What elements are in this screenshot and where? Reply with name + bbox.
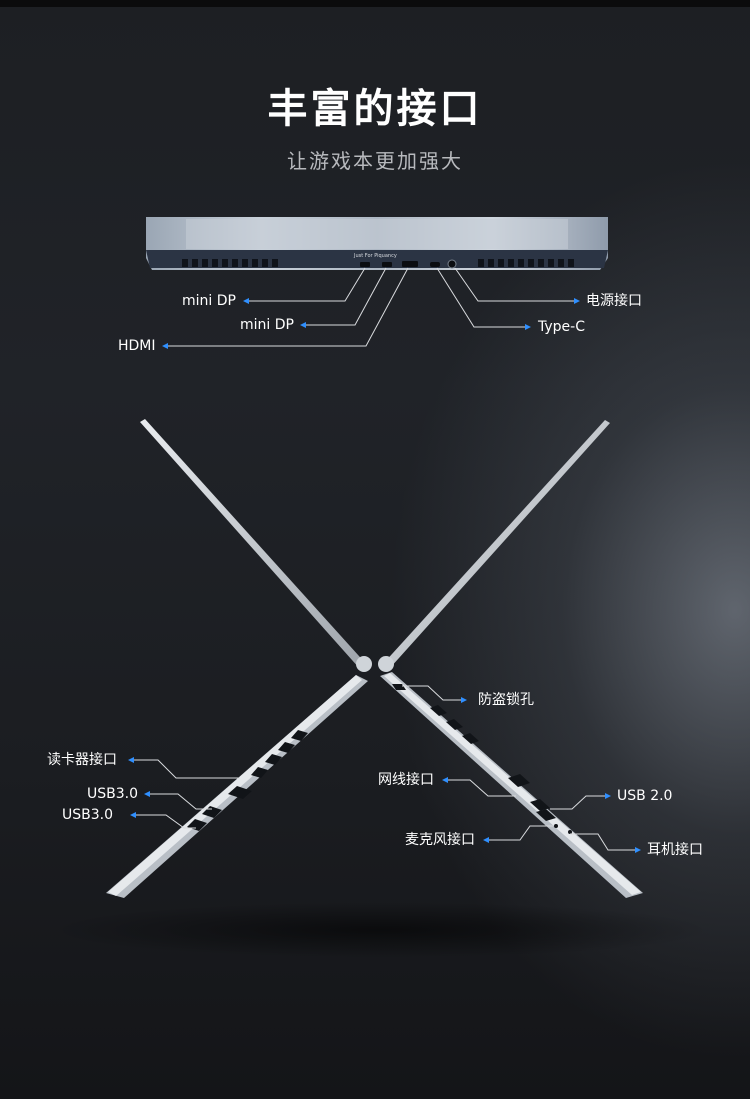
label-usb20: USB 2.0 [617, 788, 673, 804]
top-strip [0, 0, 750, 7]
right-leader-lines [402, 685, 641, 853]
rear-brand-text: Just For Piquancy [353, 253, 397, 259]
left-leader-lines [128, 757, 240, 829]
label-card-reader: 读卡器接口 [47, 752, 117, 768]
rear-leader-lines [162, 267, 580, 349]
label-hdmi: HDMI [118, 338, 156, 354]
label-type-c: Type-C [538, 319, 585, 335]
label-mini-dp-2: mini DP [240, 317, 294, 333]
laptop-right-side-view [378, 420, 643, 898]
label-usb30-1: USB3.0 [87, 786, 139, 802]
laptop-rear-view: Just For Piquancy [146, 217, 608, 270]
page-title: 丰富的接口 [267, 86, 483, 132]
label-mic-port: 麦克风接口 [405, 832, 475, 848]
label-power-port: 电源接口 [586, 293, 642, 309]
page-subtitle: 让游戏本更加强大 [287, 149, 463, 173]
label-security-lock: 防盗锁孔 [478, 692, 534, 708]
label-usb30-2: USB3.0 [62, 807, 114, 823]
laptop-left-side-view [106, 419, 372, 898]
label-headphone-port: 耳机接口 [647, 842, 703, 858]
label-ethernet-port: 网线接口 [378, 772, 434, 788]
floor-shadow [50, 902, 710, 958]
label-mini-dp-1: mini DP [182, 293, 236, 309]
